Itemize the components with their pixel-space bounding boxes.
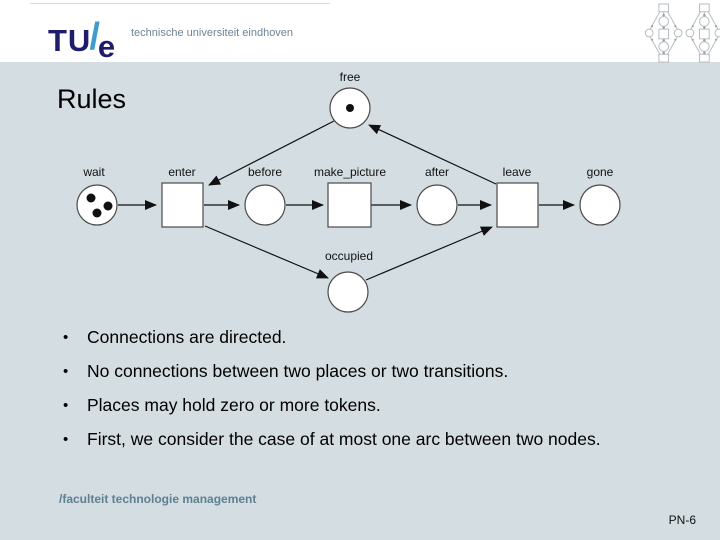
top-divider-line [30,3,330,4]
arc-occupied-leave [365,226,493,281]
arc-enter-occupied [204,225,329,279]
list-item: • Connections are directed. [60,326,660,349]
place-wait [76,184,118,226]
tue-logo-e: e [97,29,116,64]
transition-leave [496,182,539,228]
token-wait-3 [103,201,113,211]
token-wait-1 [86,193,96,203]
tokens [86,104,354,218]
bullet-text: No connections between two places or two… [87,361,509,381]
label-free: free [340,70,361,84]
label-occupied: occupied [325,249,373,263]
page-title: Rules [57,84,127,114]
mini-petri-logo-2 [685,3,720,63]
list-item: • First, we consider the case of at most… [60,428,660,451]
tue-logo-tu: TU [48,23,92,58]
place-before [244,184,286,226]
token-free [346,104,354,112]
tue-logo: TU/e [48,16,116,64]
petri-net-mini-logos-icon [644,3,720,63]
place-after [416,184,458,226]
place-free [329,87,371,129]
label-gone: gone [587,165,614,179]
arc-leave-free [368,124,497,185]
label-before: before [248,165,282,179]
bullet-text: Places may hold zero or more tokens. [87,395,381,415]
place-gone [579,184,621,226]
transition-enter [161,182,204,228]
arc-free-enter [208,120,335,186]
label-wait: wait [82,165,105,179]
label-after: after [425,165,449,179]
bullet-text: Connections are directed. [87,327,287,347]
bullet-dot: • [63,397,69,414]
slide-number: PN-6 [668,513,696,527]
label-enter: enter [168,165,195,179]
label-make-picture: make_picture [314,165,386,179]
bullet-dot: • [63,363,69,380]
diagram-arcs [118,120,575,281]
header-bar: TU/e technische universiteit eindhoven [0,0,720,64]
list-item: • No connections between two places or t… [60,360,660,383]
mini-petri-logo-1 [644,3,683,63]
bullet-dot: • [63,329,69,346]
place-occupied [327,271,369,313]
token-wait-2 [92,208,102,218]
label-leave: leave [503,165,532,179]
tue-logo-slash: / [89,16,100,58]
bullet-dot: • [63,431,69,448]
university-name: technische universiteit eindhoven [131,27,294,39]
list-item: • Places may hold zero or more tokens. [60,394,660,417]
transition-make-picture [327,182,372,228]
bullet-list: • Connections are directed. • No connect… [60,326,660,462]
faculty-footer: /faculteit technologie management [59,492,257,506]
bullet-text: First, we consider the case of at most o… [87,429,601,449]
